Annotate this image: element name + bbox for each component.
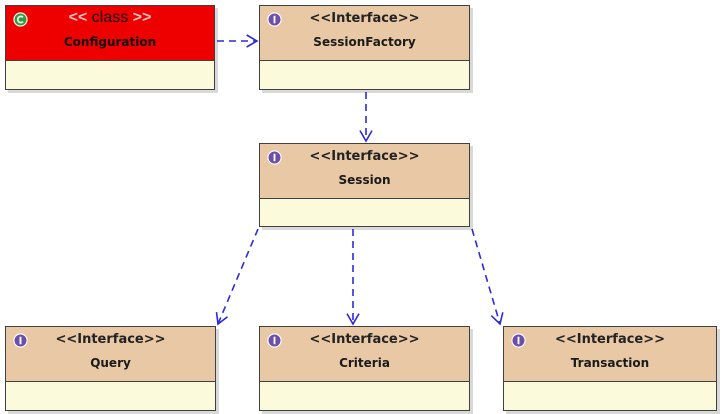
arrowhead-session-to-transaction: [490, 312, 504, 326]
node-sessionfactory-name: SessionFactory: [313, 35, 416, 49]
node-criteria[interactable]: <<Interface>> Criteria: [259, 326, 470, 411]
edge-session-to-query: [217, 228, 259, 325]
node-sessionfactory[interactable]: <<Interface>> SessionFactory: [259, 5, 470, 90]
arrowhead-configuration-to-sessionfactory: [246, 34, 259, 48]
node-sessionfactory-header: <<Interface>> SessionFactory: [260, 6, 469, 61]
interface-i-icon: [267, 333, 282, 348]
node-query-name: Query: [90, 356, 131, 370]
interface-i-icon: [267, 150, 282, 165]
node-session-stereotype: <<Interface>>: [309, 149, 420, 164]
node-session-name: Session: [338, 173, 391, 187]
node-configuration-name: Configuration: [63, 35, 157, 49]
node-sessionfactory-compartment: [260, 61, 469, 89]
class-c-icon: [13, 12, 28, 27]
node-criteria-stereotype: <<Interface>>: [309, 332, 420, 347]
edge-session-to-transaction: [471, 228, 501, 325]
node-session-header: <<Interface>> Session: [260, 144, 469, 199]
node-transaction-compartment: [504, 382, 716, 410]
node-query-stereotype: <<Interface>>: [55, 332, 166, 347]
arrowhead-sessionfactory-to-session: [359, 130, 373, 143]
node-configuration-stereotype: << class >>: [68, 9, 152, 26]
node-transaction-name: Transaction: [570, 356, 650, 370]
node-configuration-header: << class >> Configuration: [6, 6, 214, 61]
node-query-header: <<Interface>> Query: [6, 327, 215, 382]
interface-i-icon: [511, 333, 526, 348]
node-criteria-compartment: [260, 382, 469, 410]
interface-i-icon: [267, 12, 282, 27]
node-transaction-header: <<Interface>> Transaction: [504, 327, 716, 382]
arrowhead-session-to-query: [215, 311, 229, 326]
node-transaction[interactable]: <<Interface>> Transaction: [503, 326, 717, 411]
node-query[interactable]: <<Interface>> Query: [5, 326, 216, 411]
node-configuration[interactable]: << class >> Configuration: [5, 5, 215, 90]
node-criteria-name: Criteria: [339, 356, 390, 370]
node-query-compartment: [6, 382, 215, 410]
node-session[interactable]: <<Interface>> Session: [259, 143, 470, 227]
interface-i-icon: [13, 333, 28, 348]
node-transaction-stereotype: <<Interface>>: [554, 332, 666, 347]
arrowhead-session-to-criteria: [346, 313, 360, 326]
node-session-compartment: [260, 199, 469, 226]
node-criteria-header: <<Interface>> Criteria: [260, 327, 469, 382]
node-configuration-compartment: [6, 61, 214, 89]
node-sessionfactory-stereotype: <<Interface>>: [309, 11, 420, 26]
